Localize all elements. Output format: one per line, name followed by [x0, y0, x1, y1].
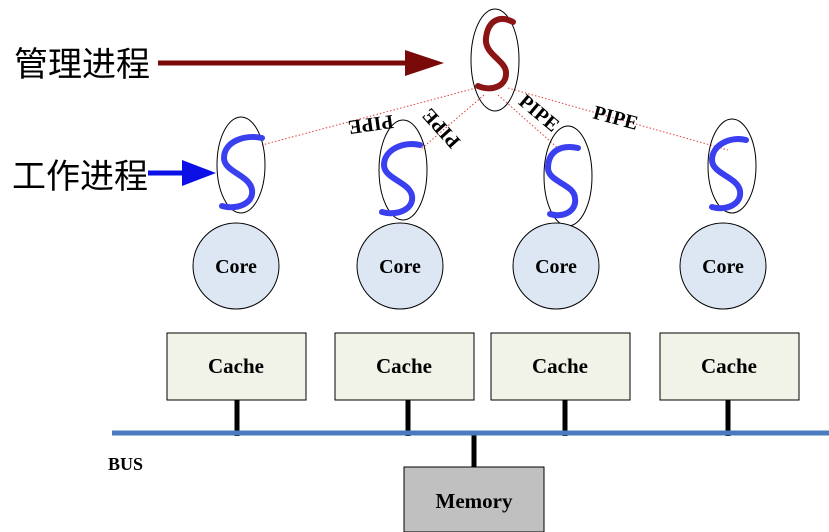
cache-label: Cache [701, 354, 757, 378]
core-label: Core [215, 256, 257, 278]
core-1: Core [192, 222, 280, 310]
core-2: Core [356, 222, 444, 310]
bus-label: BUS [108, 454, 143, 474]
core-label: Core [702, 256, 744, 278]
bus-connectors [234, 400, 731, 467]
worker-ellipse [378, 119, 428, 221]
manager-process-label: 管理进程 [14, 45, 150, 85]
worker-process-3 [543, 125, 593, 227]
core-label: Core [535, 256, 577, 278]
pipe-line-4 [507, 87, 729, 151]
worker-process-label: 工作进程 [12, 157, 148, 197]
manager-s-icon [475, 16, 516, 92]
cache-2: Cache [334, 332, 475, 401]
manager-process-ellipse [470, 8, 520, 112]
manager-arrow [158, 50, 444, 76]
pipe-label-1: PIPE [347, 110, 395, 138]
worker-process-1 [216, 116, 266, 214]
worker-s-icon [708, 136, 749, 212]
cache-label: Cache [376, 354, 432, 378]
memory-block: Memory [403, 466, 545, 532]
cache-label: Cache [532, 354, 588, 378]
pipe-label-4: PIPE [591, 102, 641, 135]
core-4: Core [679, 222, 767, 310]
cache-1: Cache [166, 332, 307, 401]
pipe-line-2 [419, 94, 485, 151]
core-label: Core [379, 256, 421, 278]
worker-ellipse [216, 116, 266, 214]
worker-ellipse [707, 118, 757, 214]
cache-label: Cache [208, 354, 264, 378]
pipe-label-3: PIPE [514, 90, 563, 136]
worker-process-4 [707, 118, 757, 214]
pipe-lines [261, 87, 729, 151]
worker-s-icon [379, 141, 423, 217]
worker-arrow [148, 160, 216, 186]
worker-process-2 [378, 119, 428, 221]
manager-process [470, 8, 520, 112]
memory-label: Memory [436, 489, 513, 513]
cache-4: Cache [659, 332, 800, 401]
core-3: Core [512, 222, 600, 310]
cache-3: Cache [490, 332, 631, 401]
worker-s-icon [219, 134, 265, 211]
worker-s-icon [544, 144, 581, 219]
